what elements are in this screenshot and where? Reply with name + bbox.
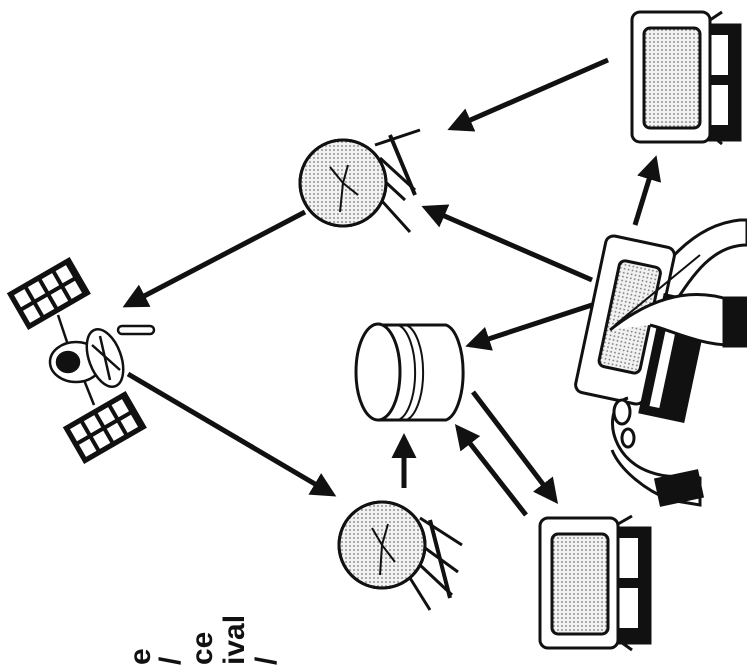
arrow-workstation-to-upper-dish (421, 204, 593, 283)
label-line-3: ce (186, 632, 219, 665)
cropped-labels: e / ce ival / (124, 615, 283, 665)
satellite-dish-icon (337, 500, 463, 611)
computer-terminal-icon (630, 10, 742, 146)
arrow-storage-to-bottom-terminal (471, 390, 559, 504)
hand-drawing-workstation-icon (574, 218, 747, 507)
arrow-upper-dish-to-satellite (122, 209, 307, 308)
satellite-icon (6, 256, 156, 465)
database-cylinder-icon (354, 322, 465, 422)
arrow-bottom-terminal-to-storage (454, 424, 528, 517)
label-line-2: / (154, 656, 187, 665)
arrow-workstation-to-top-terminal (632, 155, 662, 226)
label-line-1: e (124, 648, 157, 665)
connection-arrows (122, 57, 662, 517)
arrow-satellite-to-lower-dish (126, 371, 337, 497)
arrow-workstation-to-storage (465, 302, 593, 351)
computer-terminal-icon (538, 514, 652, 652)
arrow-terminal-to-upper-dish (447, 57, 609, 132)
satellite-dish-icon (298, 128, 421, 234)
label-line-5: / (250, 656, 283, 665)
label-line-4: ival (218, 615, 251, 665)
